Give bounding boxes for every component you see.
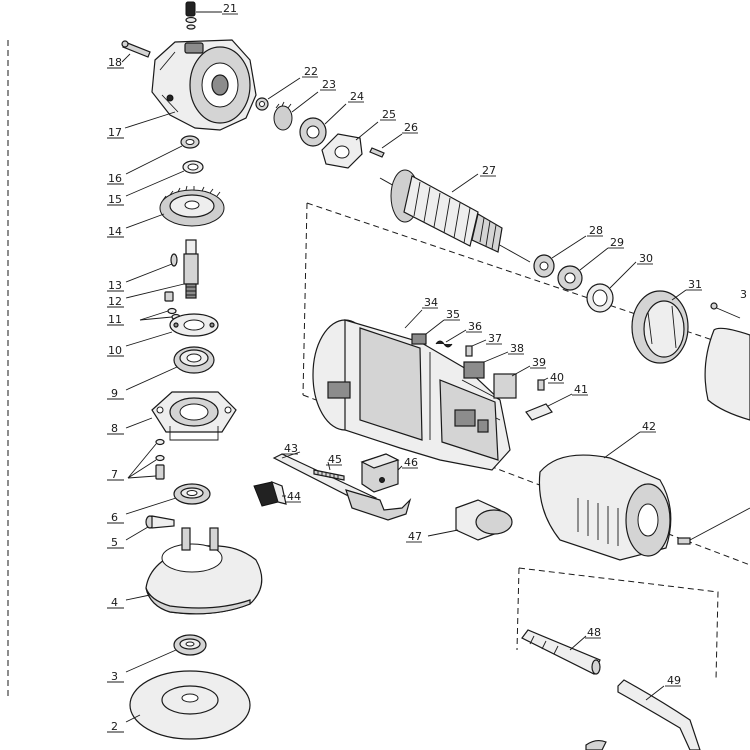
bearing-flange [151, 391, 237, 441]
bevel-gear [159, 185, 225, 227]
switch-button [253, 480, 287, 507]
pinion-gear [273, 101, 293, 131]
switch-slider-bar [272, 453, 412, 521]
callout-49: 49 [667, 674, 681, 687]
flange-screw-set [155, 438, 165, 480]
callout-28: 28 [589, 224, 603, 237]
callout-34: 34 [424, 296, 438, 309]
callout-6: 6 [111, 511, 118, 524]
callout-35: 35 [446, 308, 460, 321]
callout-30: 30 [639, 252, 653, 265]
bearing-retainer-plate [169, 313, 219, 337]
callout-13: 13 [108, 279, 122, 292]
callout-38: 38 [510, 342, 524, 355]
switch-cover-block [455, 499, 513, 541]
callout-31: 31 [688, 278, 702, 291]
callout-41: 41 [574, 383, 588, 396]
callout-5: 5 [111, 536, 118, 549]
callout-26: 26 [404, 121, 418, 134]
callout-24: 24 [350, 90, 364, 103]
gear-housing-screw [121, 40, 151, 58]
power-cord [585, 679, 701, 750]
bearing-plate-screws [164, 291, 181, 321]
bearing-cover-plate [321, 133, 363, 169]
callout-15: 15 [108, 193, 122, 206]
callout-3: 3 [111, 670, 118, 683]
rear-cover-screw [677, 507, 750, 545]
callout-25: 25 [382, 108, 396, 121]
small-bearing [180, 135, 200, 149]
output-spindle [183, 239, 199, 299]
callout-10: 10 [108, 344, 122, 357]
cord-clamp-screw [537, 379, 545, 391]
callout-22: 22 [304, 65, 318, 78]
suppression-capacitor [493, 373, 517, 399]
on-off-switch [360, 453, 400, 493]
callout-48: 48 [587, 626, 601, 639]
armature-bearing-rear [533, 254, 555, 278]
callout-40: 40 [550, 371, 564, 384]
callout-45: 45 [328, 453, 342, 466]
wheel-guard [145, 527, 263, 615]
callout-39: 39 [532, 356, 546, 369]
brush-holder-screw [465, 345, 473, 357]
callout-32: 3 [740, 288, 747, 301]
callout-43: 43 [284, 442, 298, 455]
grinding-disc [129, 670, 251, 740]
callout-37: 37 [488, 332, 502, 345]
callout-2: 2 [111, 720, 118, 733]
callout-46: 46 [404, 456, 418, 469]
switch-spring [313, 469, 345, 481]
callout-29: 29 [610, 236, 624, 249]
callout-47: 47 [408, 530, 422, 543]
callout-11: 11 [108, 313, 122, 326]
brush-holder [463, 361, 485, 379]
ball-bearing [173, 346, 215, 374]
guard-clamp-bolt [145, 515, 175, 529]
cord-assembly-dashed-outline [516, 567, 719, 681]
armature-bearing-front [299, 117, 327, 147]
rubber-bearing-bush [586, 283, 614, 313]
carbon-brush [411, 333, 427, 345]
gear-housing [151, 39, 257, 131]
callout-14: 14 [108, 225, 122, 238]
air-baffle-ring [631, 290, 689, 364]
stator-partial [704, 302, 750, 421]
outer-flange-nut [173, 634, 207, 656]
woodruff-key [170, 253, 178, 267]
rear-end-cover [538, 454, 672, 561]
motor-housing [312, 319, 511, 471]
cord-protector-sleeve [521, 629, 601, 675]
callout-9: 9 [111, 387, 118, 400]
callout-16: 16 [108, 172, 122, 185]
inner-flange [173, 483, 211, 505]
cord-clamp [525, 403, 553, 421]
callout-23: 23 [322, 78, 336, 91]
callout-27: 27 [482, 164, 496, 177]
callout-4: 4 [111, 596, 118, 609]
callout-12: 12 [108, 295, 122, 308]
pinion-nut [255, 97, 269, 111]
callout-17: 17 [108, 126, 122, 139]
brush-spring [435, 340, 453, 348]
bearing-sleeve [557, 265, 583, 291]
retaining-washer [182, 160, 204, 174]
motor-assembly-dashed-outline [302, 202, 750, 566]
cover-plate-screw [369, 147, 385, 158]
callout-8: 8 [111, 422, 118, 435]
callout-42: 42 [642, 420, 656, 433]
callout-7: 7 [111, 468, 118, 481]
armature [379, 169, 531, 263]
callout-21: 21 [223, 2, 237, 15]
callout-18: 18 [108, 56, 122, 69]
spindle-lock-pin [185, 1, 197, 30]
callout-36: 36 [468, 320, 482, 333]
callout-44: 44 [287, 490, 301, 503]
